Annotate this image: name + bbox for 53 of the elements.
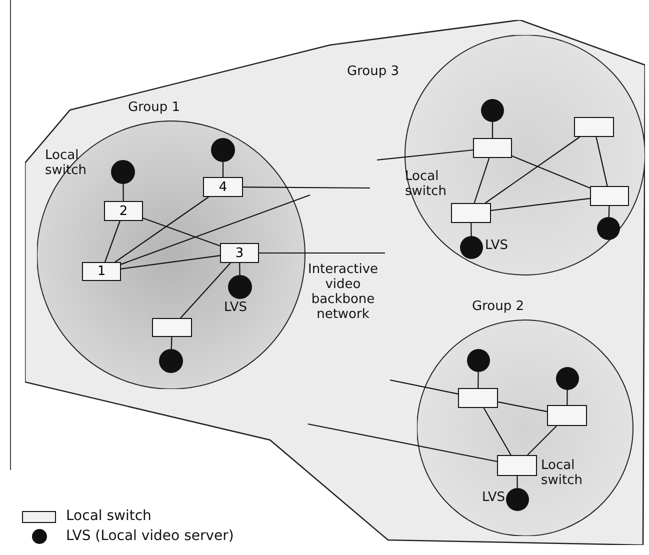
local-switch-box <box>458 388 498 408</box>
legend-text: Local switch <box>66 509 152 524</box>
connector-line <box>484 136 580 204</box>
connector-line <box>142 218 220 246</box>
group-heading: Group 2 <box>472 299 525 314</box>
connector-line <box>474 158 490 204</box>
local-switch-box <box>451 203 491 223</box>
server-label: LVS <box>224 300 248 315</box>
connector-line <box>308 423 498 462</box>
server-label: LVS <box>485 238 509 253</box>
connector-line <box>114 196 209 262</box>
local-switch-box <box>473 138 512 158</box>
connector-line <box>498 401 548 412</box>
local-switch-box: 3 <box>220 243 259 263</box>
connector-line <box>470 223 472 236</box>
connector-line <box>483 408 512 456</box>
group-heading: Group 3 <box>347 64 400 79</box>
group-heading: Group 1 <box>128 100 181 115</box>
connector-line <box>259 252 385 254</box>
legend-text: LVS (Local video server) <box>66 529 234 544</box>
connector-line <box>122 184 124 201</box>
connector-line <box>478 372 479 388</box>
connector-line <box>490 198 590 212</box>
connector-line <box>120 194 310 265</box>
connector-line <box>516 476 518 488</box>
local-switch-box <box>497 455 537 476</box>
local-switch-box: 4 <box>203 177 243 197</box>
connector-line <box>492 122 494 138</box>
network-label: Interactive video backbone network <box>306 262 380 322</box>
connector-line <box>180 262 231 318</box>
connector-line <box>596 136 608 186</box>
local-switch-box: 1 <box>82 262 121 281</box>
switch-label: Local switch <box>541 458 584 488</box>
local-switch-box <box>152 318 192 337</box>
connector-line <box>239 263 240 275</box>
connector-line <box>566 390 568 405</box>
connector-line <box>376 149 474 161</box>
local-switch-box <box>574 117 614 137</box>
local-switch-box <box>547 405 587 426</box>
group-circle <box>417 299 634 536</box>
connector-line <box>527 426 557 456</box>
backbone-network-area <box>25 20 645 545</box>
server-label: LVS <box>482 490 506 505</box>
connector-line <box>243 186 370 189</box>
connector-line <box>390 379 458 394</box>
local-switch-box <box>590 186 629 206</box>
local-switch-box: 2 <box>104 201 143 221</box>
connector-line <box>120 255 220 270</box>
connector-line <box>608 206 610 218</box>
connector-line <box>170 336 172 350</box>
connector-line <box>104 220 120 262</box>
connector-line <box>222 162 224 177</box>
connector-line <box>512 156 590 188</box>
